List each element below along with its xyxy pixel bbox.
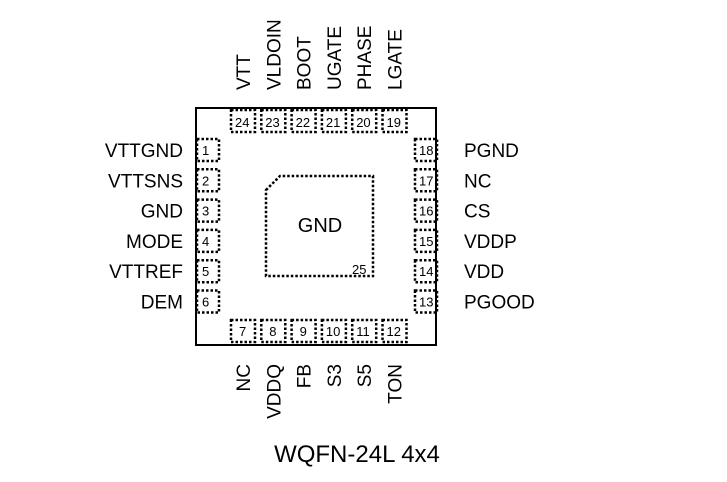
pin-pad-19 [381,108,408,134]
pin-pad-12 [381,318,408,344]
pin-pad-3 [195,198,221,223]
pin-label-pgood: PGOOD [464,293,535,314]
pin-number-10: 10 [326,324,340,339]
pin-label-cs: CS [464,202,490,223]
thermal-pad [264,174,375,278]
pin-label-nc: NC [234,364,255,391]
pin-pad-4 [195,228,221,254]
pin-number-13: 13 [419,295,433,310]
pin-label-s5: S5 [355,364,376,387]
pin-pad-17 [413,168,439,193]
pin-label-vttsns: VTTSNS [108,171,183,192]
pin-pad-16 [413,198,439,223]
pin-number-16: 16 [419,204,433,219]
pin-label-phase: PHASE [355,26,376,90]
pin-number-11: 11 [356,324,370,339]
pin-label-ugate: UGATE [325,26,346,90]
thermal-pad-pin-number: 25 [352,262,366,277]
pin-number-2: 2 [202,173,209,188]
pin-pad-22 [290,108,317,134]
pin-label-s3: S3 [325,364,346,387]
pin-number-3: 3 [202,204,209,219]
pin-pad-20 [350,108,378,134]
pin-number-19: 19 [387,115,401,130]
pin-label-vdd: VDD [464,262,504,283]
pin-label-mode: MODE [126,232,183,253]
pin-number-7: 7 [239,324,246,339]
pin-label-vldoin: VLDOIN [264,19,285,90]
pin-pad-8 [260,318,287,344]
pin-number-5: 5 [202,264,209,279]
pin-number-15: 15 [419,234,433,249]
pin-number-9: 9 [300,324,307,339]
pin-number-1: 1 [202,143,209,158]
pin-number-17: 17 [419,173,433,188]
pin-pad-2 [195,168,221,193]
pin-number-8: 8 [269,324,276,339]
pin-label-boot: BOOT [295,36,316,90]
pin-number-24: 24 [235,115,249,130]
pin-label-dem: DEM [141,293,183,314]
pin-pad-10 [320,318,348,344]
pin-label-vddq: VDDQ [264,364,285,419]
pin-label-vddp: VDDP [464,232,517,253]
pin-pad-14 [413,258,439,284]
pin-label-pgnd: PGND [464,141,519,162]
pin-pad-9 [290,318,317,344]
package-body [195,107,437,346]
pin-label-vtt: VTT [234,54,255,90]
pin-label-ton: TON [386,364,407,404]
pin-pad-24 [229,108,257,134]
pin-number-23: 23 [265,115,279,130]
pin-pad-5 [195,258,221,284]
pin-pad-18 [413,137,439,163]
pin-number-20: 20 [356,115,370,130]
pin-number-21: 21 [326,115,340,130]
pin-number-14: 14 [419,264,433,279]
pin-label-vttref: VTTREF [109,262,183,283]
pin-number-6: 6 [202,295,209,310]
pin-label-gnd: GND [141,202,183,223]
pin-number-18: 18 [419,143,433,158]
pin-label-fb: FB [295,364,316,388]
pin-label-lgate: LGATE [386,29,407,90]
pin-pad-15 [413,228,439,254]
pin-pad-6 [195,289,221,314]
pin-label-nc: NC [464,171,491,192]
pin-pad-23 [260,108,287,134]
pin-number-4: 4 [202,234,209,249]
pin-number-12: 12 [387,324,401,339]
pin-pad-7 [229,318,257,344]
pin-pad-11 [350,318,378,344]
thermal-pad-label: GND [298,215,342,237]
pin-pad-1 [195,137,221,163]
pin-number-22: 22 [296,115,310,130]
pin-pad-21 [320,108,348,134]
pin-label-vttgnd: VTTGND [105,141,183,162]
package-caption: WQFN-24L 4x4 [274,441,440,468]
pin-pad-13 [413,289,439,314]
